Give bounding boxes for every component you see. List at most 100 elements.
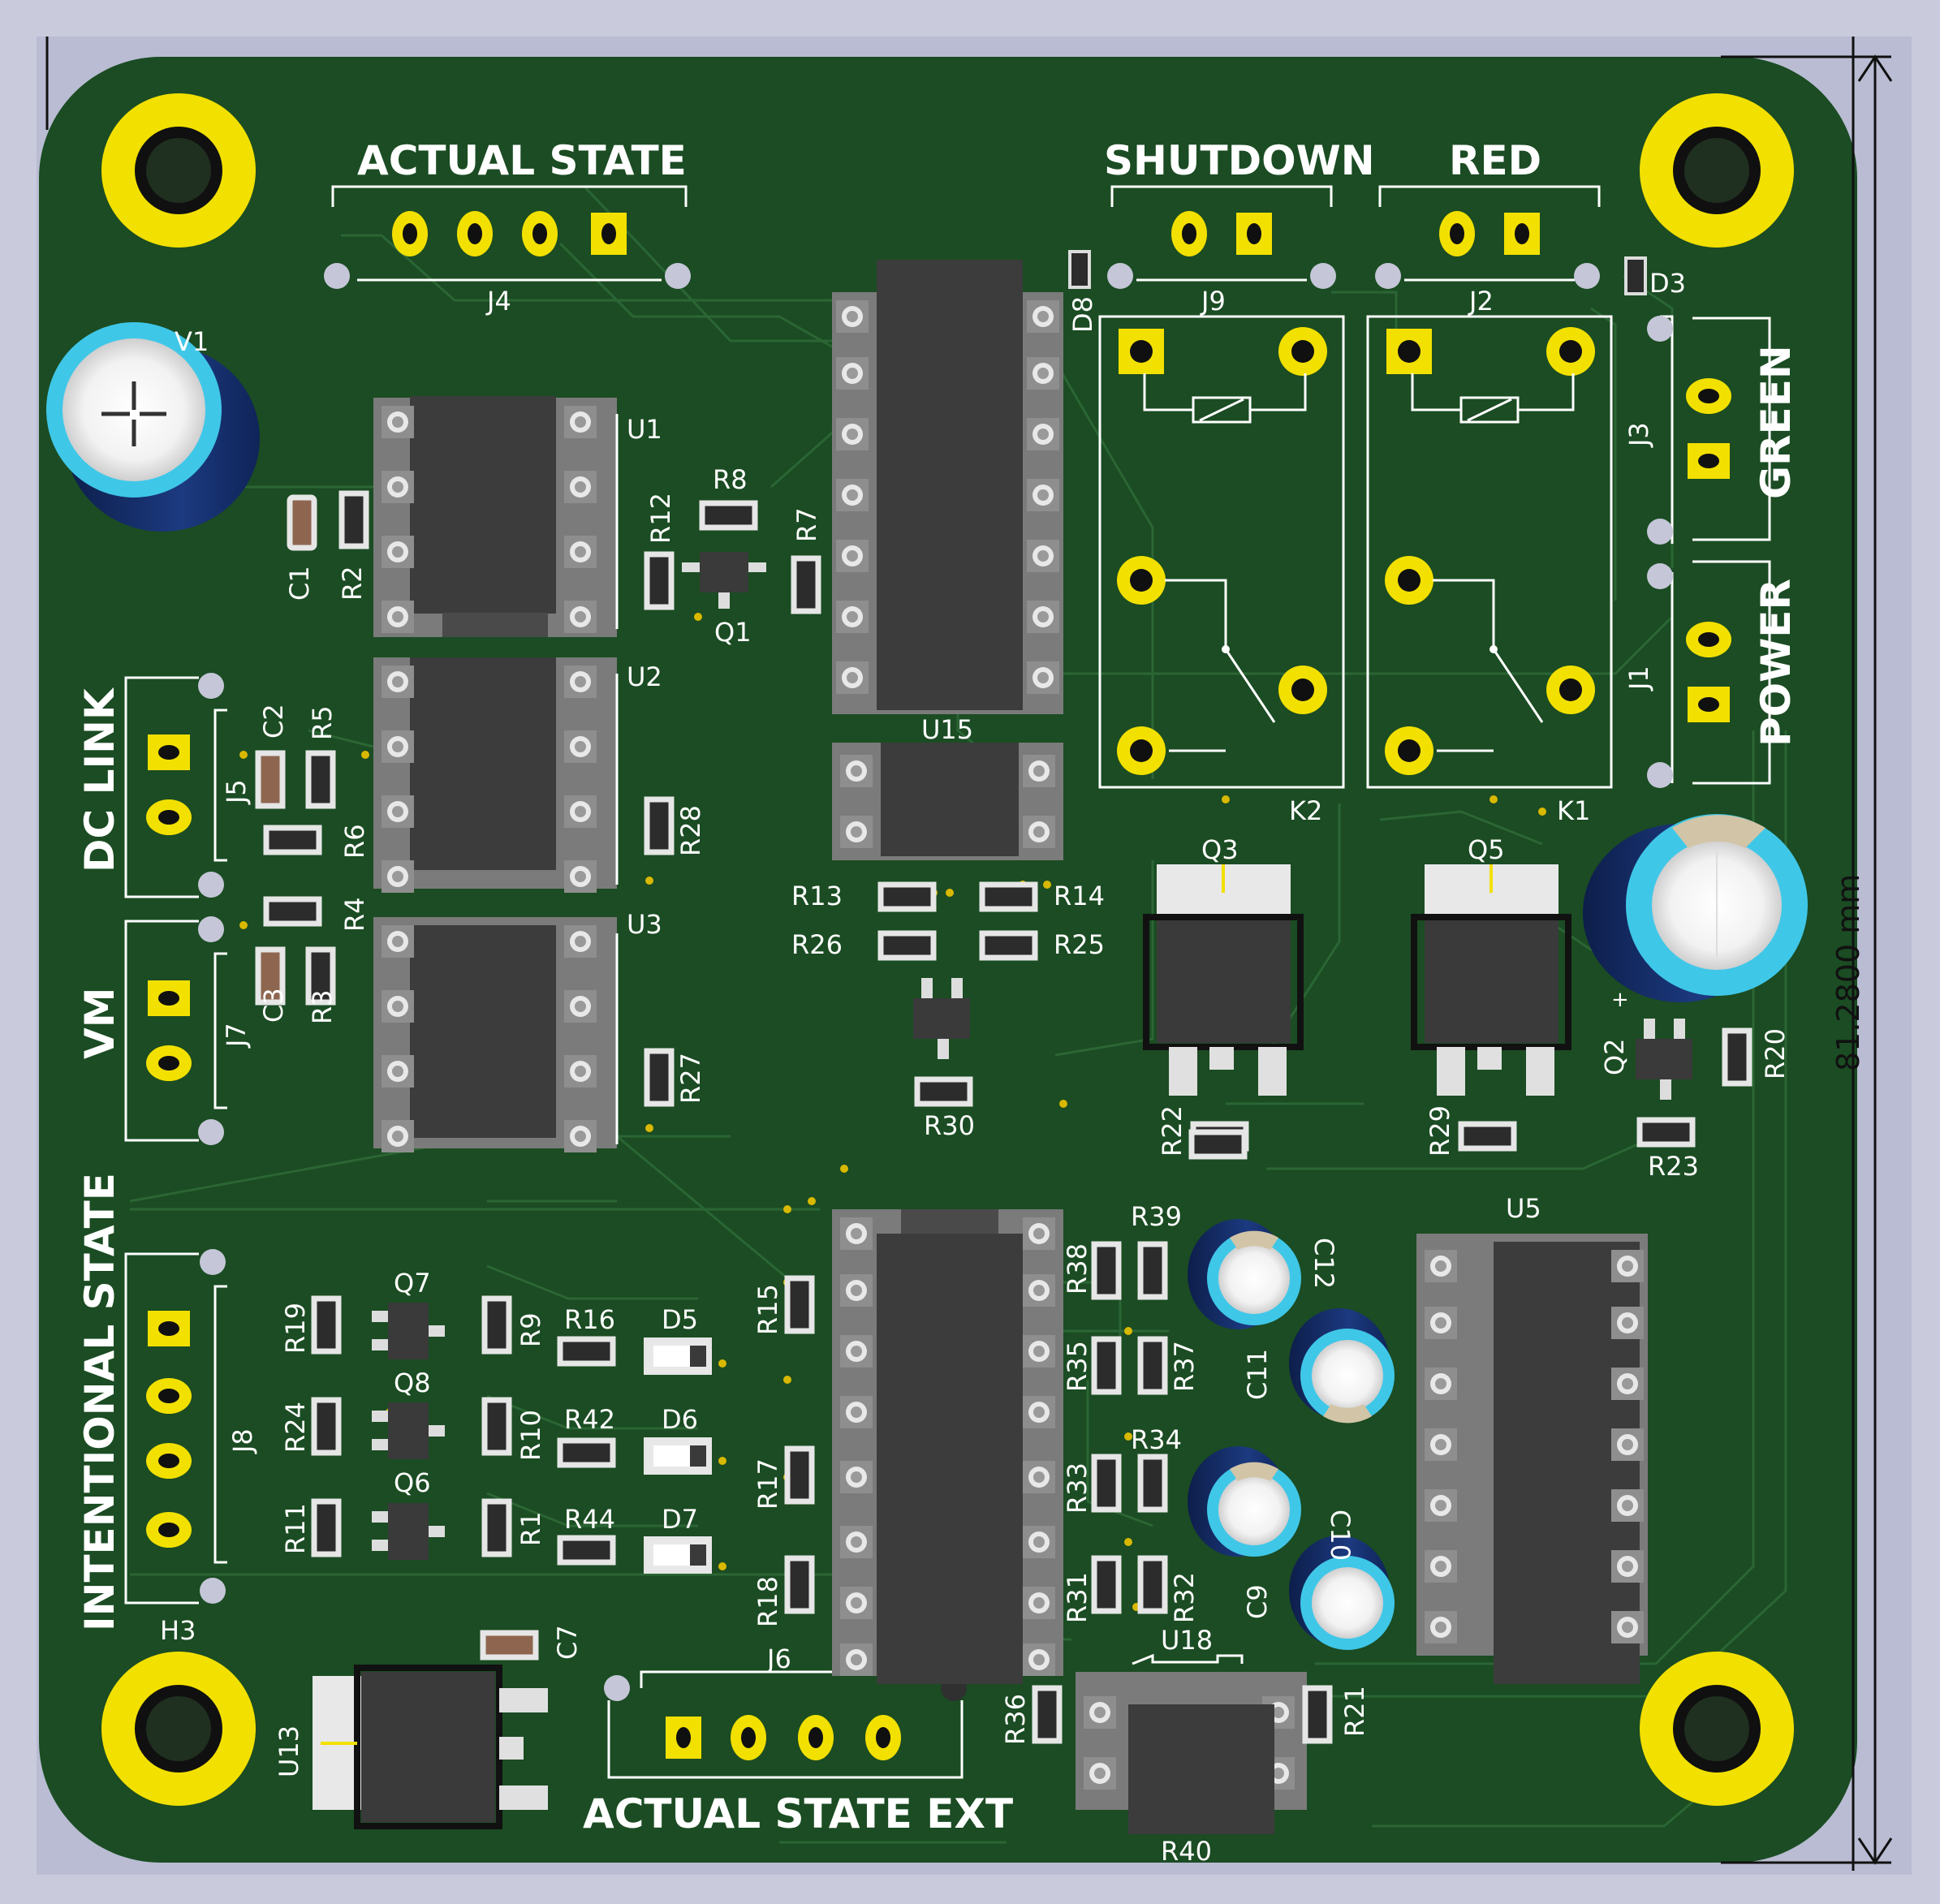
led-d8 <box>1068 250 1091 289</box>
capacitor-large-right: + <box>1583 814 1808 1012</box>
ref-d7: D7 <box>662 1504 698 1535</box>
label-intentional-state: INTENTIONAL STATE <box>76 1173 123 1631</box>
ic-u5 <box>1416 1234 1648 1684</box>
potentiometer-v1 <box>46 322 260 532</box>
ref-d5: D5 <box>662 1304 698 1335</box>
ref-c11: C11 <box>1242 1349 1273 1400</box>
ref-r18: R18 <box>752 1576 783 1627</box>
ref-r9: R9 <box>515 1312 546 1347</box>
ref-j8: J8 <box>227 1428 258 1454</box>
ref-q7: Q7 <box>394 1268 431 1299</box>
label-dc-link: DC LINK <box>76 687 123 872</box>
ref-v1: V1 <box>175 326 209 357</box>
ref-r37: R37 <box>1169 1341 1200 1392</box>
ref-r17: R17 <box>752 1458 783 1510</box>
ref-c3: C3 <box>258 988 289 1023</box>
ref-j9: J9 <box>1200 286 1226 317</box>
ic-u3 <box>373 917 619 1152</box>
ref-r23: R23 <box>1648 1151 1699 1182</box>
connector-j4 <box>324 185 691 289</box>
ref-u1: U1 <box>627 414 662 445</box>
mounting-hole-top-left <box>101 93 256 248</box>
ref-j2: J2 <box>1468 286 1494 317</box>
ref-r15: R15 <box>752 1284 783 1335</box>
label-actual-state-ext: ACTUAL STATE EXT <box>583 1790 1013 1837</box>
led-d3 <box>1624 256 1647 295</box>
ref-q6: Q6 <box>394 1467 431 1498</box>
label-actual-state: ACTUAL STATE <box>357 137 687 184</box>
relay-k1 <box>1366 315 1613 789</box>
ref-u5: U5 <box>1506 1193 1541 1224</box>
mounting-hole-bottom-left <box>101 1652 256 1806</box>
ref-d6: D6 <box>662 1404 698 1435</box>
ref-q2: Q2 <box>1599 1038 1630 1075</box>
ref-r40: R40 <box>1161 1836 1212 1867</box>
ref-k2: K2 <box>1289 795 1322 826</box>
ref-r27: R27 <box>675 1053 706 1104</box>
mounting-hole-bottom-right <box>1640 1652 1794 1806</box>
connector-j9 <box>1107 185 1336 289</box>
transistor-q3 <box>1143 864 1304 1096</box>
ref-r1: R1 <box>515 1511 546 1546</box>
ref-h3: H3 <box>160 1615 196 1646</box>
mounting-holes <box>101 93 1794 1806</box>
ref-r35: R35 <box>1062 1341 1093 1392</box>
capacitor-c9 <box>1289 1536 1395 1650</box>
label-vm: VM <box>76 988 123 1059</box>
ref-j5: J5 <box>221 779 252 805</box>
smd-parts <box>255 490 1752 1744</box>
capacitor-c12 <box>1188 1219 1301 1329</box>
ref-r8: R8 <box>713 464 748 495</box>
ref-r44: R44 <box>564 1504 615 1535</box>
ref-j3: J3 <box>1623 422 1654 448</box>
ref-r25: R25 <box>1054 929 1105 960</box>
ic-dip4 <box>832 743 1063 860</box>
ref-r4: R4 <box>339 897 370 932</box>
ref-c2: C2 <box>258 704 289 739</box>
ref-r36: R36 <box>1000 1694 1031 1745</box>
ref-u13: U13 <box>274 1725 304 1777</box>
connector-j7 <box>124 916 227 1145</box>
ref-j1: J1 <box>1623 666 1654 691</box>
ref-r42: R42 <box>564 1404 615 1435</box>
capacitor-c11 <box>1289 1308 1395 1424</box>
ic-u2 <box>373 657 619 893</box>
mounting-hole-top-right <box>1640 93 1794 248</box>
ref-r32: R32 <box>1169 1572 1200 1623</box>
transistor-q5 <box>1411 864 1571 1096</box>
ref-r26: R26 <box>791 929 843 960</box>
ref-r38: R38 <box>1062 1243 1093 1294</box>
ref-r39: R39 <box>1131 1201 1182 1232</box>
ic-u1 <box>373 396 619 637</box>
ref-d8: D8 <box>1067 296 1098 333</box>
led-d5 <box>644 1338 712 1375</box>
ref-r11: R11 <box>280 1503 311 1554</box>
ref-r10: R10 <box>515 1410 546 1461</box>
ref-r20: R20 <box>1760 1028 1791 1079</box>
ref-r2: R2 <box>337 566 368 601</box>
ref-r5: R5 <box>307 705 338 740</box>
ref-r6: R6 <box>339 824 370 859</box>
ref-r24: R24 <box>280 1402 311 1453</box>
connector-j1 <box>1647 560 1771 788</box>
ic-u15 <box>832 260 1063 714</box>
ic-u18 <box>1076 1653 1307 1834</box>
ref-j4: J4 <box>485 286 511 317</box>
label-green: GREEN <box>1752 345 1800 499</box>
ref-r12: R12 <box>645 493 676 544</box>
ic-bottom-dip16 <box>832 1209 1063 1684</box>
ref-q3: Q3 <box>1201 834 1239 865</box>
connector-j6 <box>604 1670 967 1779</box>
ref-r3: R3 <box>307 989 338 1024</box>
ref-r19: R19 <box>280 1303 311 1354</box>
ref-q1: Q1 <box>714 617 752 648</box>
ref-k1: K1 <box>1557 795 1590 826</box>
ref-r22: R22 <box>1157 1105 1188 1157</box>
ref-r31: R31 <box>1062 1572 1093 1623</box>
ref-c7: C7 <box>552 1625 583 1660</box>
ref-r21: R21 <box>1339 1686 1370 1737</box>
ref-r7: R7 <box>791 507 822 542</box>
label-shutdown: SHUTDOWN <box>1104 137 1375 184</box>
ref-c9: C9 <box>1242 1584 1273 1619</box>
